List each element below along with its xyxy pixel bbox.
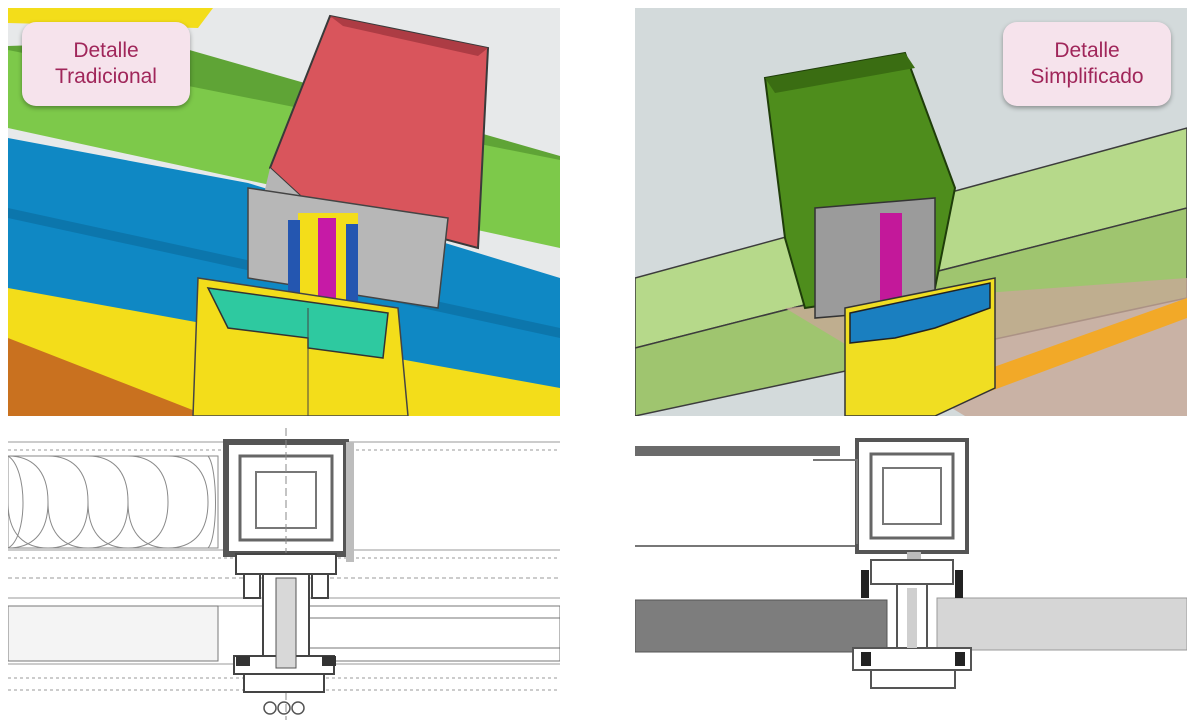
simplified-section-drawing <box>635 428 1187 720</box>
simplified-3d-view: Detalle Simplificado <box>635 8 1187 416</box>
simplified-label-line1: Detalle <box>1054 39 1120 62</box>
traditional-label: Detalle Tradicional <box>22 22 190 106</box>
traditional-section-drawing <box>8 428 560 720</box>
traditional-label-line1: Detalle <box>73 39 139 62</box>
simplified-label: Detalle Simplificado <box>1003 22 1171 106</box>
traditional-3d-view: Detalle Tradicional <box>8 8 560 416</box>
traditional-label-line2: Tradicional <box>55 65 157 88</box>
simplified-label-line2: Simplificado <box>1030 65 1144 88</box>
